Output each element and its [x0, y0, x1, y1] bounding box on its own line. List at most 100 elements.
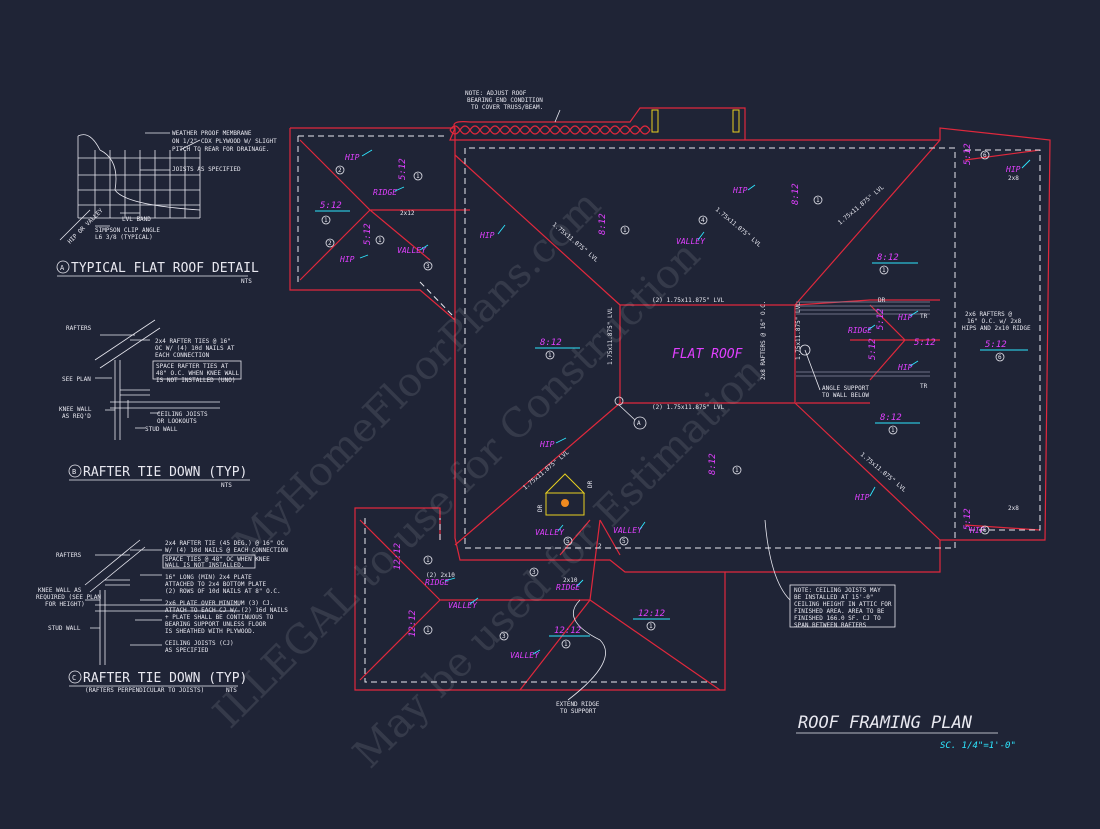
hip-label: HIP: [479, 231, 495, 240]
tag-2: 2: [328, 240, 332, 247]
pitch-5-12: 5:12: [985, 340, 1007, 350]
detail-b-letter: B: [72, 468, 76, 476]
valley-label: VALLEY: [613, 526, 643, 535]
right-note-2: 16" O.C. w/ 2x8: [967, 318, 1022, 325]
detail-c-note-7: ATTACHED TO 2x4 BOTTOM PLATE: [165, 581, 267, 588]
overhang-dashes: [297, 135, 1041, 683]
tag-1: 1: [548, 352, 552, 359]
detail-b-note-7: IS NOT INSTALLED (UNO): [156, 377, 235, 384]
cupola: [544, 109, 740, 516]
detail-c-note-1: RAFTERS: [56, 552, 82, 559]
member-2x12: 2x12: [400, 210, 415, 217]
hip-label: HIP: [854, 493, 870, 502]
detail-c-note-11: + PLATE SHALL BE CONTINUOUS TO: [165, 614, 274, 621]
pitch-5-12: 5:12: [320, 201, 342, 211]
ridge-label: RIDGE: [848, 326, 872, 335]
valley-label: VALLEY: [448, 601, 478, 610]
valley-label: VALLEY: [397, 246, 427, 255]
angle-support-2: TO WALL BELOW: [822, 392, 869, 399]
detail-c-note-16: KNEE WALL AS: [38, 587, 82, 594]
tag-6: 6: [998, 354, 1002, 361]
hip-label: HIP: [339, 255, 355, 264]
right-note-1: 2x6 RAFTERS @: [965, 311, 1012, 318]
ceiling-note-5: FINISHED 166.0 SF. CJ TO: [794, 615, 881, 622]
detail-c-letter: C: [72, 674, 76, 682]
pitch-5-12-vert: 5:12: [876, 308, 886, 330]
section-tag-a-letter: A: [637, 420, 641, 427]
ridge-label: RIDGE: [556, 583, 580, 592]
top-note-line-2: BEARING END CONDITION: [467, 97, 543, 104]
detail-a-note-7: L6 3/8 (TYPICAL): [95, 234, 153, 241]
detail-b-note-9: KNEE WALL: [59, 406, 92, 413]
tag-1: 1: [623, 227, 627, 234]
section-tag-a: [633, 416, 647, 430]
ceiling-note-leader: [764, 519, 791, 601]
two-x-ten-label: (2) 2x10: [426, 572, 455, 579]
lvl-diag-2: 1.75x11.875" LVL: [714, 206, 763, 249]
tag-1: 1: [378, 237, 382, 244]
detail-c-note-10: ATTACH TO EACH CJ W/ (2) 16d NAILS: [165, 607, 288, 614]
detail-b-note-13: STUD WALL: [145, 426, 178, 433]
tag-3: 3: [532, 569, 536, 576]
detail-a-note-6: SIMPSON CLIP ANGLE: [95, 227, 160, 234]
tag-1: 1: [416, 173, 420, 180]
detail-b-note-3: OC W/ (4) 10d NAILS AT: [155, 345, 235, 352]
detail-a-note-2: ON 1/2" CDX PLYWOOD W/ SLIGHT: [172, 138, 277, 145]
detail-a-flat-roof: WEATHER PROOF MEMBRANE ON 1/2" CDX PLYWO…: [56, 130, 277, 285]
pitch-5-12-vert: 5:12: [868, 338, 878, 360]
framing-labels: HIP HIP HIP HIP HIP HIP HIP HIP HIP HIP …: [320, 143, 1021, 660]
tag-2-b: 2: [598, 543, 602, 550]
detail-c-nts: NTS: [226, 687, 237, 694]
tag-6: 6: [983, 527, 987, 534]
pitch-8-12-vert: 8:12: [791, 183, 801, 205]
detail-b-rafter-tie: RAFTERS 2x4 RAFTER TIES @ 16" OC W/ (4) …: [59, 319, 250, 489]
detail-b-note-10: AS REQ'D: [62, 413, 91, 420]
extend-ridge-leader: [567, 599, 606, 701]
pitch-8-12-vert: 8:12: [708, 453, 718, 475]
member-tags: 2 2 1 1 1 3 4 1 1 1 1 1 1 6 6 6 5 5 3 3 …: [321, 150, 1019, 649]
right-note-3: HIPS AND 2x10 RIDGE: [962, 325, 1031, 332]
detail-c-note-6: 16" LONG (MIN) 2x4 PLATE: [165, 574, 252, 581]
detail-a-note-4: JOISTS AS SPECIFIED: [172, 166, 241, 173]
detail-c-subtitle: (RAFTERS PERPENDICULAR TO JOISTS): [85, 687, 204, 694]
title-block: ROOF FRAMING PLAN SC. 1/4"=1'-0": [796, 713, 1016, 751]
tag-3: 3: [502, 633, 506, 640]
detail-a-note-1: WEATHER PROOF MEMBRANE: [172, 130, 252, 137]
member-2x8: 2x8: [1008, 505, 1019, 512]
ceiling-note-2: BE INSTALLED AT 15'-0": [794, 594, 873, 601]
tag-1: 1: [735, 467, 739, 474]
ridge-label: RIDGE: [425, 578, 449, 587]
ridge-label: RIDGE: [373, 188, 397, 197]
ceiling-note-3: CEILING HEIGHT IN ATTIC FOR: [794, 601, 892, 608]
pitch-8-12-vert: 8:12: [598, 213, 608, 235]
plan-scale: SC. 1/4"=1'-0": [940, 741, 1016, 751]
detail-c-note-17: REQUIRED (SEE PLAN: [36, 594, 101, 601]
extend-ridge-2: TO SUPPORT: [560, 708, 597, 715]
tag-1: 1: [891, 427, 895, 434]
tag-2: 2: [338, 167, 342, 174]
detail-b-note-12: OR LOOKOUTS: [157, 418, 197, 425]
top-note-line-1: NOTE: ADJUST ROOF: [465, 90, 527, 97]
ceiling-note-4: FINISHED AREA. AREA TO BE: [794, 608, 885, 615]
pitch-12-12-vert: 12:12: [408, 610, 418, 637]
detail-b-title: RAFTER TIE DOWN (TYP): [83, 465, 247, 480]
hatched-band: [796, 301, 930, 377]
detail-b-note-2: 2x4 RAFTER TIES @ 16": [155, 338, 231, 345]
lvl-vertical-right: 1.75x11.875" LVL: [795, 302, 802, 360]
flat-rafters-label: 2x8 RAFTERS @ 16" O.C.: [760, 301, 767, 380]
hip-label: HIP: [897, 313, 913, 322]
member-2x10: 2x10: [563, 577, 578, 584]
hip-label: HIP: [897, 363, 913, 372]
detail-b-note-5: SPACE RAFTER TIES AT: [156, 363, 229, 370]
detail-b-note-6: 48" O.C. WHEN KNEE WALL: [156, 370, 239, 377]
scalloped-beam: [449, 125, 651, 135]
lvl-diag-5: 1.75x11.875" LVL: [522, 449, 571, 492]
detail-c-note-4: SPACE TIES @ 48" OC WHEN KNEE: [165, 556, 270, 563]
detail-b-note-4: EACH CONNECTION: [155, 352, 210, 359]
tag-5: 5: [566, 538, 570, 545]
detail-c-rafter-tie: RAFTERS 2x4 RAFTER TIE (45 DEG.) @ 16" O…: [36, 539, 288, 694]
pitch-12-12: 12:12: [638, 609, 665, 619]
tag-4: 4: [701, 217, 705, 224]
ceiling-note-6: SPAN BETWEEN RAFTERS: [794, 622, 867, 629]
